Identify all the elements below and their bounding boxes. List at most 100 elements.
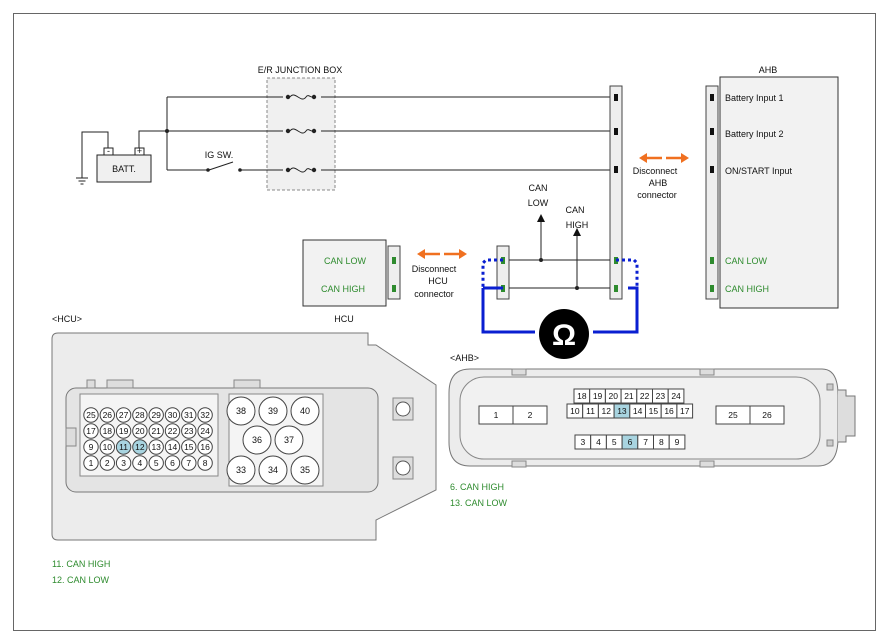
battery-positive-label: + xyxy=(137,146,142,156)
hcu-pin-label-32: 32 xyxy=(200,410,210,420)
ahb-pin-label-8: 8 xyxy=(659,437,664,447)
ahb-wiring-connector xyxy=(609,85,623,300)
hcu-cavity-37 xyxy=(274,425,304,455)
hcu-cavity-label-40: 40 xyxy=(300,406,310,416)
hcu-pin-13 xyxy=(148,439,164,455)
hcu-pin-label-15: 15 xyxy=(184,442,194,452)
hcu-disconnect-text-1: Disconnect xyxy=(412,264,457,274)
hcu-pin-label-5: 5 xyxy=(154,458,159,468)
hcu-pin-label-29: 29 xyxy=(151,410,161,420)
hcu-pin-24 xyxy=(197,423,213,439)
hcu-pin-label-10: 10 xyxy=(103,442,113,452)
hcu-pin-25 xyxy=(83,407,99,423)
ahb-pin-label-19: 19 xyxy=(593,391,603,401)
ig-switch-icon xyxy=(206,161,242,172)
ahb-pin-2 xyxy=(512,405,548,425)
ahb-pin-label-16: 16 xyxy=(664,406,674,416)
can-wires xyxy=(509,222,610,289)
ohmmeter-leads xyxy=(481,258,639,334)
ohm-symbol: Ω xyxy=(552,319,576,352)
ahb-pin-17 xyxy=(676,403,694,419)
hcu-pin-label-27: 27 xyxy=(119,410,129,420)
ahb-pin-label-1: 1 xyxy=(494,410,499,420)
ahb-legend-can-high: 6. CAN HIGH xyxy=(450,482,504,492)
hcu-cavity-label-38: 38 xyxy=(236,406,246,416)
hcu-pin-5 xyxy=(148,455,164,471)
hcu-module-title: HCU xyxy=(334,314,354,324)
ahb-pin-on-start-input: ON/START Input xyxy=(725,166,793,176)
hcu-pin-label-4: 4 xyxy=(138,458,143,468)
hcu-pin-label-25: 25 xyxy=(86,410,96,420)
hcu-cavity-label-36: 36 xyxy=(252,435,262,445)
hcu-cavity-label-37: 37 xyxy=(284,435,294,445)
ahb-pin-label-12: 12 xyxy=(602,406,612,416)
hcu-pin-17 xyxy=(83,423,99,439)
battery-body xyxy=(96,154,152,183)
hcu-disconnect-text-2: HCU xyxy=(428,276,448,286)
ground-icon xyxy=(76,177,88,185)
hcu-pin-18 xyxy=(99,423,116,439)
ahb-pin-label-7: 7 xyxy=(643,437,648,447)
hcu-pin-11 xyxy=(115,439,132,455)
ahb-pin-label-11: 11 xyxy=(586,406,595,416)
hcu-pin-label-3: 3 xyxy=(121,458,126,468)
hcu-pin-6 xyxy=(164,455,181,471)
ahb-pin-label-14: 14 xyxy=(633,406,643,416)
hcu-pin-label-7: 7 xyxy=(186,458,191,468)
ahb-pin-label-3: 3 xyxy=(580,437,585,447)
hcu-cavity-label-35: 35 xyxy=(300,465,310,475)
hcu-pin-label-13: 13 xyxy=(151,442,161,452)
hcu-pin-23 xyxy=(181,423,197,439)
ig-switch-label: IG SW. xyxy=(205,150,234,160)
hcu-pin-4 xyxy=(132,455,148,471)
hcu-pin-label-8: 8 xyxy=(203,458,208,468)
hcu-pin-label-17: 17 xyxy=(86,426,96,436)
can-high-probe-arrow-icon xyxy=(573,228,581,236)
can-low-probe-label-1: CAN xyxy=(528,183,547,193)
ahb-connector-title: <AHB> xyxy=(450,353,479,363)
hcu-pin-label-11: 11 xyxy=(119,442,128,452)
hcu-module-connector xyxy=(387,245,401,300)
hcu-pin-22 xyxy=(164,423,181,439)
hcu-pin-label-1: 1 xyxy=(89,458,94,468)
ahb-module xyxy=(719,76,839,309)
hcu-pin-label-2: 2 xyxy=(105,458,110,468)
hcu-cavity-label-33: 33 xyxy=(236,465,246,475)
hcu-pin-8 xyxy=(197,455,213,471)
ohmmeter-icon xyxy=(539,309,589,359)
hcu-pin-label-31: 31 xyxy=(184,410,194,420)
hcu-pin-7 xyxy=(181,455,197,471)
ahb-module-title: AHB xyxy=(759,65,778,75)
ahb-pin-battery-input-2: Battery Input 2 xyxy=(725,129,784,139)
hcu-pin-16 xyxy=(197,439,213,455)
diagram-frame xyxy=(13,13,876,631)
ahb-pin-battery-input-1: Battery Input 1 xyxy=(725,93,784,103)
hcu-cavity-36 xyxy=(242,425,272,455)
hcu-pin-label-18: 18 xyxy=(103,426,113,436)
ahb-pin-label-4: 4 xyxy=(596,437,601,447)
hcu-legend-can-low: 12. CAN LOW xyxy=(52,575,110,585)
ahb-pin-label-15: 15 xyxy=(649,406,659,416)
hcu-cavity-39 xyxy=(258,396,288,426)
ahb-pin-label-23: 23 xyxy=(656,391,666,401)
hcu-pin-26 xyxy=(99,407,116,423)
can-low-probe-label-2: LOW xyxy=(528,198,549,208)
can-high-probe-label-1: CAN xyxy=(565,205,584,215)
hcu-legend-can-high: 11. CAN HIGH xyxy=(52,559,110,569)
hcu-pin-9 xyxy=(83,439,99,455)
hcu-pin-label-12: 12 xyxy=(135,442,145,452)
battery-negative-label: - xyxy=(107,146,110,156)
hcu-cavity-38 xyxy=(226,396,256,426)
ahb-pin-label-13: 13 xyxy=(617,406,627,416)
ahb-pin-label-18: 18 xyxy=(577,391,587,401)
hcu-pin-label-24: 24 xyxy=(200,426,210,436)
hcu-pin-27 xyxy=(115,407,132,423)
hcu-cavity-34 xyxy=(258,455,288,485)
can-high-probe-label-2: HIGH xyxy=(566,220,589,230)
ahb-pin-label-10: 10 xyxy=(570,406,580,416)
hcu-disconnect-arrow-icon xyxy=(417,249,467,259)
hcu-pin-31 xyxy=(181,407,197,423)
